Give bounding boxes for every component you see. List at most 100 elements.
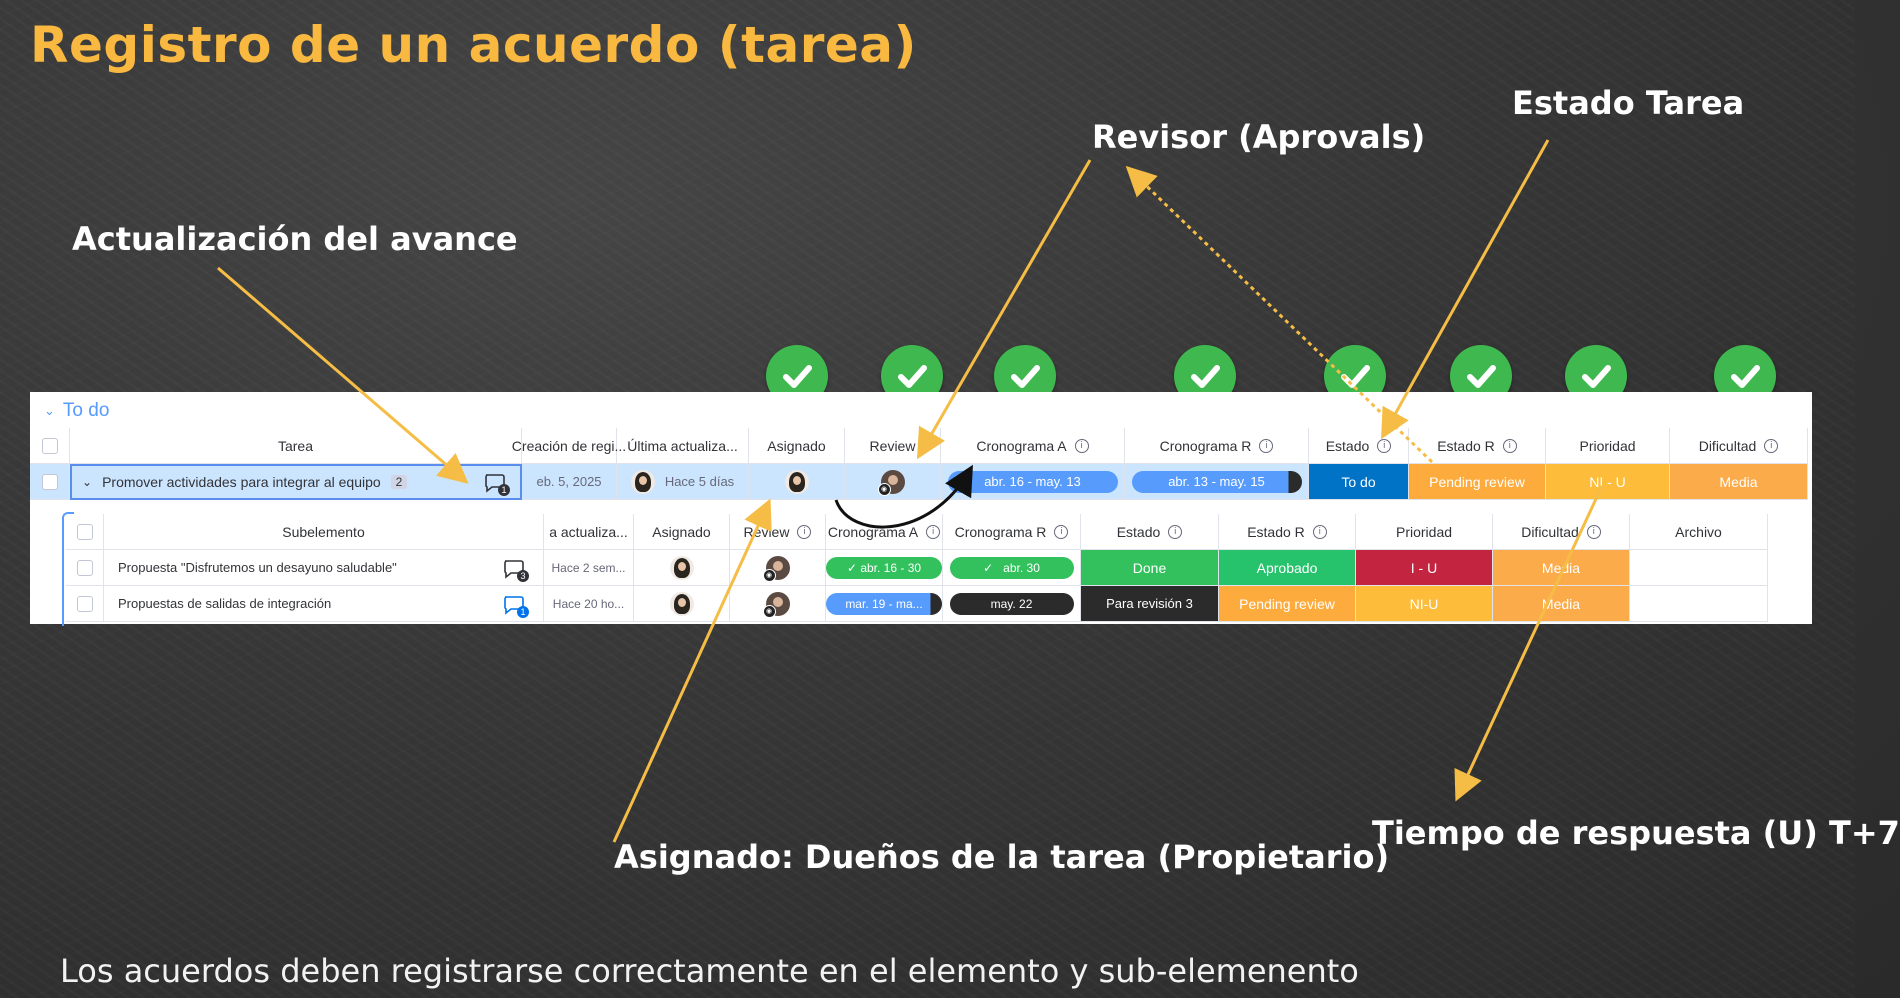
avatar[interactable] <box>784 469 809 494</box>
info-icon[interactable]: i <box>1586 524 1601 539</box>
estado-r-status-cell[interactable]: Aprobado <box>1219 550 1356 586</box>
last-update-cell[interactable]: Hace 2 sem... <box>544 550 634 586</box>
dificultad-status-cell[interactable]: Media <box>1493 586 1630 622</box>
avatar[interactable]: ◉ <box>762 555 790 582</box>
info-icon[interactable]: i <box>797 524 812 539</box>
asignado-cell[interactable] <box>634 586 730 622</box>
conversation-icon[interactable]: 1 <box>482 471 510 496</box>
column-header-tarea[interactable]: Tarea <box>70 428 522 464</box>
chevron-down-icon[interactable]: ⌄ <box>82 475 93 489</box>
timeline-pill[interactable]: abr. 16 - may. 13 <box>947 470 1118 493</box>
avatar[interactable] <box>669 591 694 616</box>
info-icon[interactable]: i <box>1502 438 1517 453</box>
estado-status-cell[interactable]: Done <box>1081 550 1219 586</box>
review-cell[interactable]: ◉ <box>845 464 941 500</box>
estado-status-cell[interactable]: To do <box>1309 464 1409 500</box>
callout-reviewer: Revisor (Aprovals) <box>1092 118 1426 156</box>
dificultad-status-cell[interactable]: Media <box>1493 550 1630 586</box>
review-cell[interactable]: ◉ <box>730 586 826 622</box>
subitem-name-cell[interactable]: Propuestas de salidas de integración 1 <box>104 586 544 622</box>
conversation-icon[interactable]: 1 <box>501 593 529 618</box>
timeline-pill[interactable]: abr. 13 - may. 15 <box>1131 470 1302 493</box>
last-update-cell[interactable]: Hace 20 ho... <box>544 586 634 622</box>
column-header-sub-actualizacion[interactable]: a actualiza... <box>544 514 634 550</box>
item-name-cell[interactable]: ⌄ Promover actividades para integrar al … <box>70 464 522 500</box>
cronograma-a-cell[interactable]: ✓ abr. 16 - 30 <box>826 550 943 586</box>
info-icon[interactable]: i <box>926 524 941 539</box>
group-header[interactable]: ⌄ To do <box>44 400 109 422</box>
estado-r-status-cell[interactable]: Pending review <box>1409 464 1546 500</box>
estado-status-cell[interactable]: Para revisión 3 <box>1081 586 1219 622</box>
column-header-prioridad[interactable]: Prioridad <box>1546 428 1670 464</box>
last-update-cell[interactable]: Hace 5 días <box>617 464 749 500</box>
prioridad-status-cell[interactable]: I - U <box>1356 550 1493 586</box>
cronograma-a-cell[interactable]: mar. 19 - ma... <box>826 586 943 622</box>
column-header-sub-asignado[interactable]: Asignado <box>634 514 730 550</box>
cronograma-r-cell[interactable]: ✓ abr. 30 <box>943 550 1081 586</box>
asignado-cell[interactable] <box>634 550 730 586</box>
column-header-ultima-actualizacion[interactable]: Última actualiza... <box>617 428 749 464</box>
subitem-count-badge[interactable]: 2 <box>390 475 408 489</box>
cronograma-r-cell[interactable]: abr. 13 - may. 15 <box>1125 464 1309 500</box>
row-checkbox-cell[interactable] <box>66 586 104 622</box>
info-icon[interactable]: i <box>1054 524 1069 539</box>
select-all-checkbox[interactable] <box>41 437 58 454</box>
creation-date-cell[interactable]: eb. 5, 2025 <box>522 464 617 500</box>
cronograma-a-cell[interactable]: abr. 16 - may. 13 <box>941 464 1125 500</box>
avatar <box>630 469 655 494</box>
archivo-cell[interactable] <box>1630 550 1768 586</box>
subitem-select-all-checkbox[interactable] <box>76 523 93 540</box>
subitem-select-all-cell[interactable] <box>66 514 104 550</box>
row-checkbox[interactable] <box>76 595 93 612</box>
avatar[interactable]: ◉ <box>762 591 790 618</box>
column-header-creacion[interactable]: Creación de regi... <box>512 428 626 464</box>
info-icon[interactable]: i <box>1168 524 1183 539</box>
info-icon[interactable]: i <box>1764 438 1779 453</box>
timeline-pill[interactable]: mar. 19 - ma... <box>826 592 942 615</box>
timeline-pill[interactable]: may. 22 <box>949 592 1074 615</box>
select-all-checkbox-cell[interactable] <box>30 428 70 464</box>
column-header-asignado[interactable]: Asignado <box>749 428 845 464</box>
table-row[interactable]: Propuesta "Disfrutemos un desayuno salud… <box>66 550 1768 586</box>
column-header-sub-prioridad[interactable]: Prioridad <box>1356 514 1493 550</box>
chevron-down-icon[interactable]: ⌄ <box>44 403 55 418</box>
prioridad-status-cell[interactable]: NI - U <box>1546 464 1670 500</box>
estado-r-status-cell[interactable]: Pending review <box>1219 586 1356 622</box>
prioridad-status-cell[interactable]: NI-U <box>1356 586 1493 622</box>
conversation-icon[interactable]: 3 <box>501 557 529 582</box>
row-checkbox-cell[interactable] <box>30 464 70 500</box>
dificultad-status-cell[interactable]: Media <box>1670 464 1808 500</box>
column-header-subelemento[interactable]: Subelemento <box>104 514 544 550</box>
row-checkbox[interactable] <box>41 473 58 490</box>
avatar[interactable] <box>669 555 694 580</box>
subitem-name-cell[interactable]: Propuesta "Disfrutemos un desayuno salud… <box>104 550 544 586</box>
timeline-pill[interactable]: ✓ abr. 30 <box>949 556 1074 579</box>
column-header-review[interactable]: Review <box>845 428 941 464</box>
table-row[interactable]: ⌄ Promover actividades para integrar al … <box>30 464 1808 500</box>
info-icon[interactable]: i <box>1377 438 1392 453</box>
timeline-pill[interactable]: ✓ abr. 16 - 30 <box>826 556 942 579</box>
avatar[interactable]: ◉ <box>877 469 905 496</box>
cronograma-r-cell[interactable]: may. 22 <box>943 586 1081 622</box>
row-checkbox-cell[interactable] <box>66 550 104 586</box>
info-icon[interactable]: i <box>1312 524 1327 539</box>
row-checkbox[interactable] <box>76 559 93 576</box>
asignado-cell[interactable] <box>749 464 845 500</box>
column-header-sub-archivo[interactable]: Archivo <box>1630 514 1768 550</box>
review-cell[interactable]: ◉ <box>730 550 826 586</box>
archivo-cell[interactable] <box>1630 586 1768 622</box>
table-row[interactable]: Propuestas de salidas de integración 1 H… <box>66 586 1768 622</box>
info-icon[interactable]: i <box>1074 438 1089 453</box>
info-icon[interactable]: i <box>1259 438 1274 453</box>
